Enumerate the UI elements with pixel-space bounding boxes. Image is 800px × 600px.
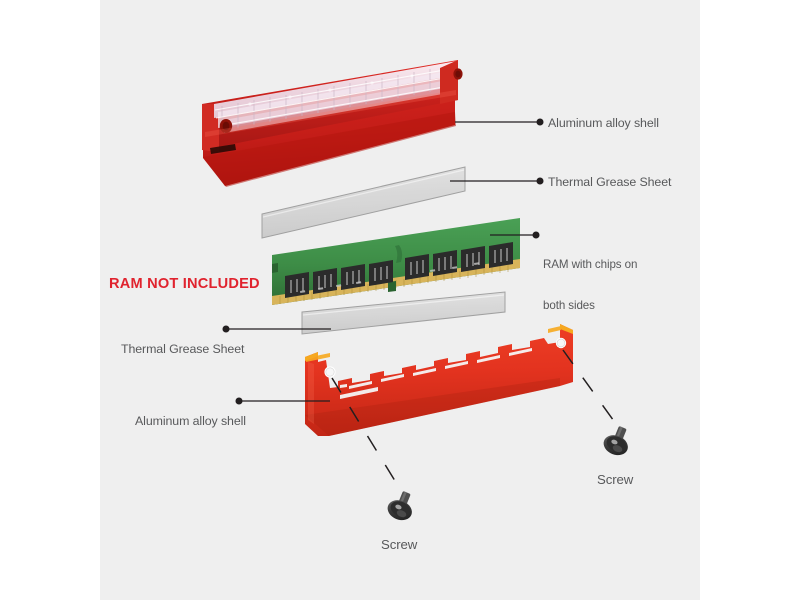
label-thermal-grease-sheet-bottom: Thermal Grease Sheet: [121, 342, 245, 356]
part-top-heatsink: [202, 60, 463, 187]
assembly-guide-lines: [331, 349, 617, 490]
assembly-guide-left: [331, 377, 401, 490]
label-aluminum-alloy-shell-top: Aluminum alloy shell: [548, 116, 659, 130]
part-ram-module: [272, 218, 520, 305]
part-upper-thermal-pad: [261, 166, 466, 239]
part-screw-left: [387, 491, 412, 521]
label-ram-line-2: both sides: [543, 299, 595, 313]
assembly-guide-right: [562, 349, 617, 425]
leader-lines: [222, 118, 544, 405]
label-screw-right: Screw: [597, 472, 634, 487]
part-lower-thermal-pad: [301, 291, 506, 335]
crystal-texture: [214, 61, 457, 133]
part-screw-right: [603, 426, 628, 456]
label-thermal-grease-sheet-top: Thermal Grease Sheet: [548, 175, 672, 189]
label-screw-left: Screw: [381, 537, 418, 552]
part-bottom-heatsink: [305, 324, 573, 436]
ram-not-included-notice: RAM NOT INCLUDED: [109, 276, 260, 292]
label-ram-line-1: RAM with chips on: [543, 258, 638, 272]
ram-chips-right: [405, 242, 513, 280]
label-aluminum-alloy-shell-bottom: Aluminum alloy shell: [135, 414, 246, 428]
label-ram-with-chips: RAM with chips on both sides: [543, 231, 637, 340]
